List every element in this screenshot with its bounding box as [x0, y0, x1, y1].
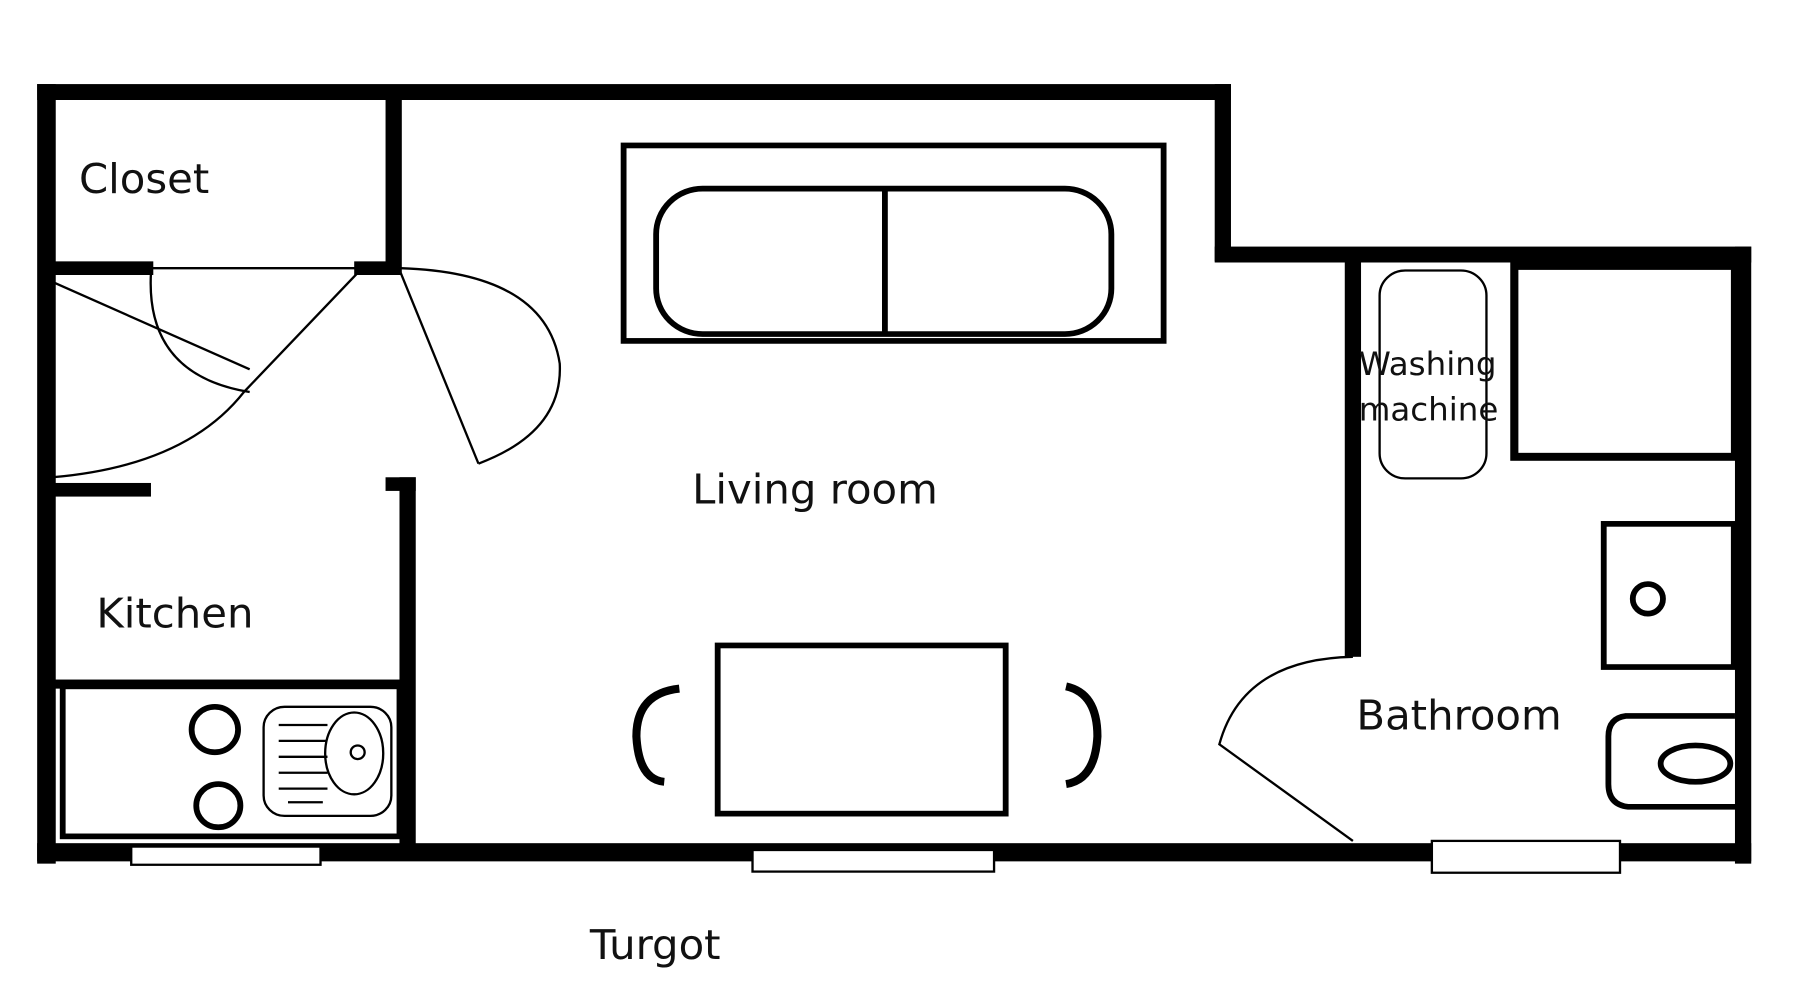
door-swings [51, 267, 1354, 842]
bathroom-fixtures [1378, 261, 1742, 810]
bathroom-label: Bathroom [1356, 692, 1561, 739]
washing-machine-label-line1: Washing [1359, 345, 1497, 383]
sofa [620, 142, 1167, 344]
washing-machine-label-line2: machine [1359, 391, 1499, 429]
kitchen-label: Kitchen [96, 590, 253, 637]
windows [130, 839, 1622, 874]
closet-label: Closet [79, 156, 209, 203]
dining-table [632, 642, 1102, 817]
kitchen-counter [59, 683, 403, 840]
street-label: Turgot [589, 922, 721, 969]
living-room-label: Living room [692, 466, 938, 513]
